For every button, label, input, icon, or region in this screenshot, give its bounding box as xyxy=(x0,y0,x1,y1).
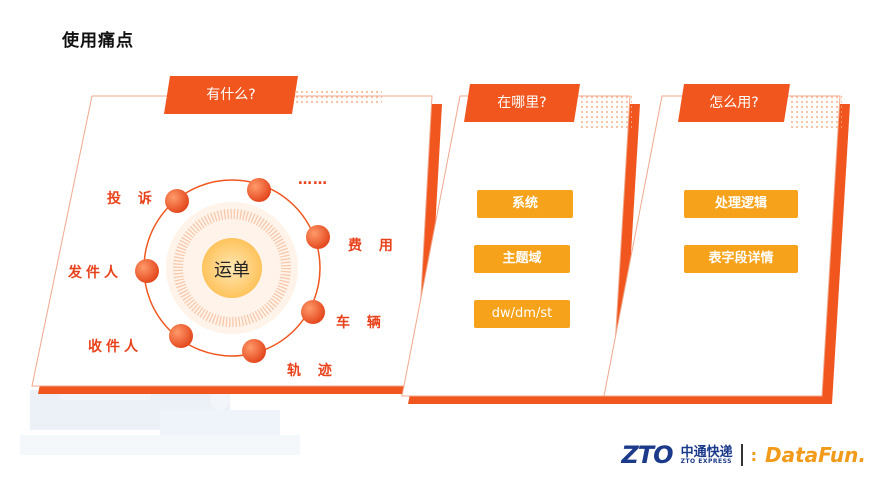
label-feiyong: 费 用 xyxy=(348,238,399,254)
hatched-ring xyxy=(173,209,291,327)
node-fajianren xyxy=(135,259,159,283)
node-tousu xyxy=(165,189,189,213)
center-label: 运单 xyxy=(214,260,250,281)
panel-2-tab xyxy=(464,84,580,122)
center-circle xyxy=(202,238,262,298)
page-title: 使用痛点 xyxy=(62,31,134,51)
pill-logic: 处理逻辑 xyxy=(684,190,798,218)
datafun-logo: DataFun. xyxy=(765,443,866,467)
pill-fields: 表字段详情 xyxy=(684,245,798,273)
zto-logo-text: 中通快递 ZTO EXPRESS xyxy=(680,444,733,465)
node-feiyong xyxy=(306,225,330,249)
node-shoujianren xyxy=(169,324,193,348)
pill-dw: dw/dm/st xyxy=(474,300,570,328)
node-cheliang xyxy=(301,300,325,324)
node-guiji xyxy=(242,339,266,363)
pill-domain: 主题域 xyxy=(474,245,570,273)
node-top xyxy=(247,178,271,202)
datafun-mark-icon: : xyxy=(750,445,758,465)
panel-3-tab xyxy=(678,84,790,122)
zto-logo: ZTO xyxy=(621,441,673,469)
tab-what: 有什么? xyxy=(206,87,256,103)
label-fajianren: 发件人 xyxy=(68,265,122,281)
panel-1-tab xyxy=(164,76,298,114)
pill-system: 系统 xyxy=(477,190,573,218)
footer-logos: ZTO 中通快递 ZTO EXPRESS : DataFun. xyxy=(621,440,866,470)
label-guiji: 轨 迹 xyxy=(287,363,338,379)
label-ellipsis: …… xyxy=(298,172,328,188)
label-tousu: 投 诉 xyxy=(107,191,158,207)
tab-where: 在哪里? xyxy=(497,95,547,111)
logo-separator xyxy=(740,444,743,466)
label-shoujianren: 收件人 xyxy=(88,339,142,355)
label-cheliang: 车 辆 xyxy=(336,315,387,331)
tab-how: 怎么用? xyxy=(709,95,759,111)
